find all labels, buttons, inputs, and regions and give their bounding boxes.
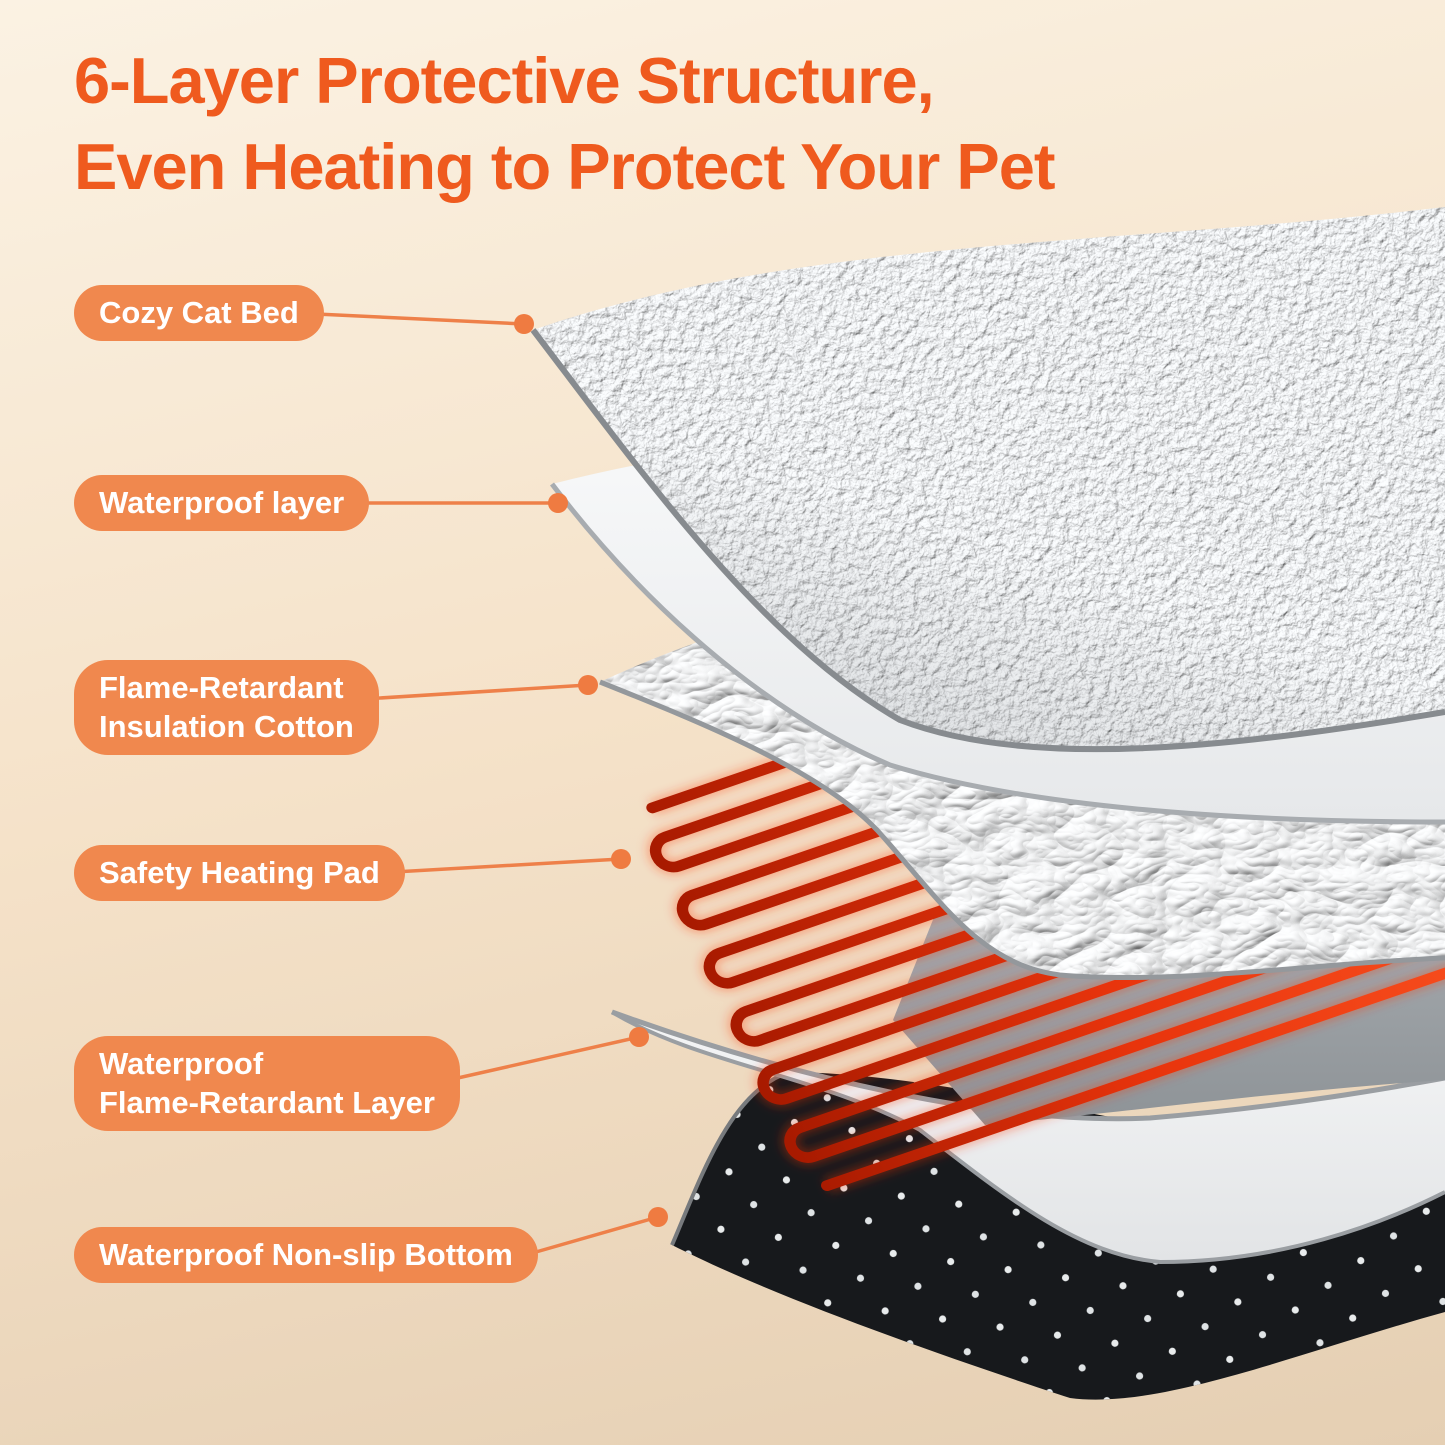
callout-dots <box>514 314 668 1227</box>
label-pill-waterproof-flame-retardant: Waterproof Flame-Retardant Layer <box>74 1036 460 1132</box>
label-pill-waterproof-layer: Waterproof layer <box>74 475 370 532</box>
label-pill-cozy-cat-bed: Cozy Cat Bed <box>74 285 324 342</box>
foil-layer-edge <box>599 679 1445 980</box>
sherpa-layer-edge <box>530 328 1445 753</box>
page-title-line-1: 6-Layer Protective Structure, <box>74 44 935 117</box>
white-layer-bottom-edge <box>610 1010 1445 1265</box>
label-pill-insulation-cotton: Flame-Retardant Insulation Cotton <box>74 660 379 756</box>
label-pill-safety-heating-pad: Safety Heating Pad <box>74 845 405 902</box>
page-title: 6-Layer Protective Structure, Even Heati… <box>74 38 1056 210</box>
callout-dot-6 <box>648 1207 668 1227</box>
callout-line-6 <box>514 1215 659 1260</box>
callout-dot-3 <box>578 675 598 695</box>
callout-line-5 <box>439 1035 640 1084</box>
callout-dot-4 <box>611 849 631 869</box>
callout-line-1 <box>294 311 525 326</box>
callout-line-3 <box>347 683 589 702</box>
callout-dot-1 <box>514 314 534 334</box>
page-title-line-2: Even Heating to Protect Your Pet <box>74 129 1056 203</box>
label-pill-non-slip-bottom: Waterproof Non-slip Bottom <box>74 1227 538 1284</box>
layer-cozy-cat-bed <box>530 207 1445 753</box>
waterproof-layer-edge <box>550 482 1445 825</box>
callout-dot-2 <box>548 493 568 513</box>
callout-dot-5 <box>629 1027 649 1047</box>
